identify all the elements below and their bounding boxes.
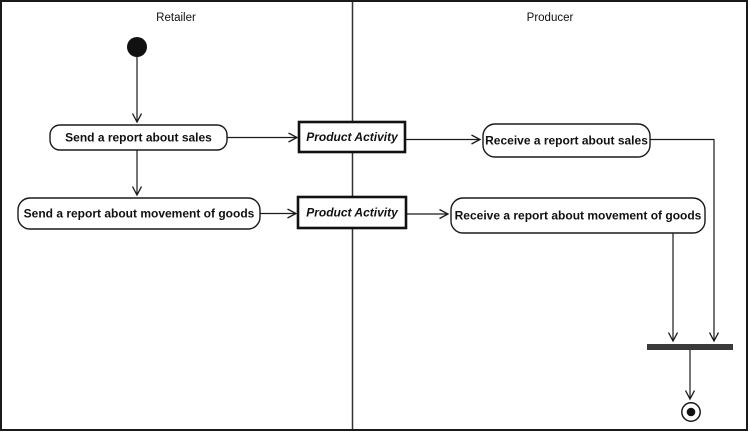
node-receive-sales-shape <box>482 123 651 158</box>
node-send-goods-shape <box>17 197 261 230</box>
lane-title-producer: Producer <box>527 12 574 24</box>
node-send-report-about-sales: Send a report about sales <box>49 124 228 151</box>
node-product-activity-1: Product Activity <box>297 120 407 154</box>
final-node-icon <box>681 402 701 422</box>
node-product-activity-2-shape <box>296 195 408 230</box>
edge-receive-sales-to-join <box>650 138 714 342</box>
node-product-activity-2: Product Activity <box>296 195 408 230</box>
node-product-activity-1-shape <box>297 120 407 154</box>
node-receive-report-about-movement-of-goods: Receive a report about movement of goods <box>450 197 706 234</box>
node-send-sales-label: Send a report about sales <box>65 131 212 145</box>
node-product-activity-2-label: Product Activity <box>306 206 399 220</box>
final-node-inner-dot <box>686 407 696 417</box>
node-product-activity-1-label: Product Activity <box>306 130 399 144</box>
node-send-sales-shape <box>49 124 228 151</box>
node-receive-report-about-sales: Receive a report about sales <box>482 123 651 158</box>
node-send-goods-label: Send a report about movement of goods <box>24 207 255 221</box>
node-receive-goods-shape <box>450 197 706 234</box>
lane-title-retailer: Retailer <box>156 12 196 24</box>
initial-node-icon <box>127 37 147 57</box>
node-send-report-about-movement-of-goods: Send a report about movement of goods <box>17 197 261 230</box>
node-receive-goods-label: Receive a report about movement of goods <box>455 209 702 223</box>
node-receive-sales-label: Receive a report about sales <box>485 134 648 148</box>
join-bar-icon <box>647 344 733 350</box>
